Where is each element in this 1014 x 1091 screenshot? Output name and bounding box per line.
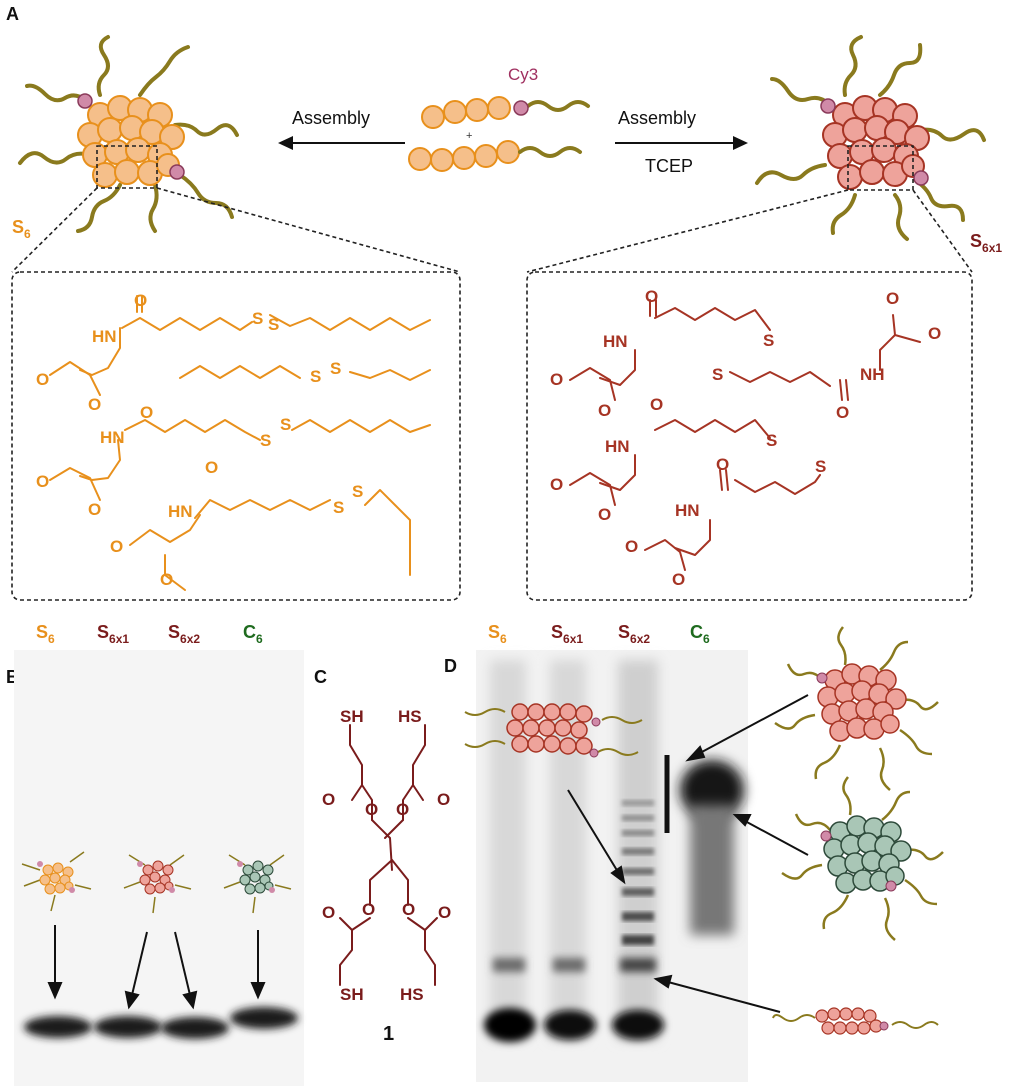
chem-box-left — [11, 271, 461, 601]
gel-b-lane-2-label: S6x1 — [97, 622, 129, 646]
plus-sign: + — [466, 130, 472, 142]
svg-text:HS: HS — [400, 985, 424, 1004]
svg-text:O: O — [396, 800, 409, 819]
svg-text:S: S — [330, 359, 341, 378]
monomer-dimer-d-right — [772, 1007, 939, 1035]
assembly-left-label: Assembly — [292, 108, 370, 128]
zoom-lines — [11, 187, 973, 273]
svg-text:O: O — [140, 403, 153, 422]
svg-text:O: O — [438, 903, 451, 922]
panel-a-label: A — [6, 4, 19, 24]
svg-text:S: S — [352, 482, 363, 501]
gel-d-lane-4-label: C6 — [690, 622, 710, 646]
svg-text:O: O — [322, 903, 335, 922]
svg-text:O: O — [550, 370, 563, 389]
label-s6x1-top: S6x1 — [970, 231, 1002, 255]
assembly-arrow-left-head — [278, 136, 293, 150]
compound-1-labels: SH HS O O O O O O O O SH HS 1 — [322, 707, 451, 1045]
gel-b-lane-4-label: C6 — [243, 622, 263, 646]
svg-text:HN: HN — [92, 327, 117, 346]
svg-text:O: O — [598, 505, 611, 524]
assembly-arrow-right-head — [733, 136, 748, 150]
svg-text:O: O — [672, 570, 685, 589]
svg-text:S: S — [252, 309, 263, 328]
svg-text:HN: HN — [603, 332, 628, 351]
gel-b-arrows — [47, 925, 266, 1010]
svg-text:S: S — [280, 415, 291, 434]
svg-text:HN: HN — [605, 437, 630, 456]
svg-text:HS: HS — [398, 707, 422, 726]
assembly-right-label: Assembly — [618, 108, 696, 128]
panel-c-label: C — [314, 667, 327, 687]
svg-text:O: O — [598, 401, 611, 420]
svg-text:O: O — [88, 395, 101, 414]
gel-b-lane-labels: S6 S6x1 S6x2 C6 — [36, 622, 263, 646]
chem-box-right — [526, 271, 973, 601]
particle-s6x1-top-right — [755, 35, 986, 241]
gel-d-lane-3-label: S6x2 — [618, 622, 650, 646]
svg-text:O: O — [365, 800, 378, 819]
svg-text:O: O — [716, 455, 729, 474]
svg-text:O: O — [88, 500, 101, 519]
particle-s6-top-left — [18, 35, 239, 233]
svg-text:O: O — [362, 900, 375, 919]
svg-text:O: O — [402, 900, 415, 919]
svg-text:O: O — [205, 458, 218, 477]
svg-text:S: S — [260, 431, 271, 450]
gel-d-lane-1-label: S6 — [488, 622, 507, 646]
svg-text:S: S — [766, 431, 777, 450]
svg-text:SH: SH — [340, 985, 364, 1004]
panel-d-label: D — [444, 656, 457, 676]
gel-b-lane-1-label: S6 — [36, 622, 55, 646]
gel-b-image — [14, 650, 304, 1086]
svg-text:S: S — [268, 315, 279, 334]
chem-structure-right — [569, 299, 921, 571]
svg-text:HN: HN — [100, 428, 125, 447]
gel-d-lane-2-label: S6x1 — [551, 622, 583, 646]
svg-text:S: S — [712, 365, 723, 384]
monomer-strands — [408, 96, 590, 172]
svg-text:O: O — [886, 289, 899, 308]
svg-text:HN: HN — [168, 502, 193, 521]
cy3-label: Cy3 — [508, 65, 538, 84]
compound-1-number: 1 — [383, 1023, 394, 1045]
svg-text:S: S — [333, 498, 344, 517]
svg-text:O: O — [836, 403, 849, 422]
svg-text:O: O — [437, 790, 450, 809]
label-s6-top: S6 — [12, 217, 31, 241]
particle-s6x1-d-right — [774, 626, 939, 791]
svg-text:O: O — [650, 395, 663, 414]
svg-text:O: O — [322, 790, 335, 809]
svg-text:S: S — [310, 367, 321, 386]
particle-c6-d-right — [781, 776, 944, 941]
svg-text:NH: NH — [860, 365, 885, 384]
gel-d-arrows — [567, 694, 809, 1013]
compound-1-structure — [339, 724, 438, 986]
chem-structure-left — [49, 295, 431, 591]
chem-labels-left: O HN S S S S O O O HN S S O O O HN S S O… — [36, 291, 363, 589]
tcep-label: TCEP — [645, 156, 693, 176]
svg-text:O: O — [134, 291, 147, 310]
svg-text:O: O — [36, 472, 49, 491]
svg-text:S: S — [763, 331, 774, 350]
gel-b-lane-3-label: S6x2 — [168, 622, 200, 646]
gel-d-overlay-particle — [464, 703, 643, 758]
svg-text:S: S — [815, 457, 826, 476]
gel-d-lane-labels: S6 S6x1 S6x2 C6 — [488, 622, 710, 646]
svg-text:O: O — [36, 370, 49, 389]
svg-text:O: O — [550, 475, 563, 494]
svg-text:O: O — [110, 537, 123, 556]
svg-text:O: O — [160, 570, 173, 589]
svg-text:O: O — [625, 537, 638, 556]
chem-labels-right: O HN S S O O NH O O O O HN S S O O O HN … — [550, 287, 941, 589]
svg-text:SH: SH — [340, 707, 364, 726]
svg-text:O: O — [645, 287, 658, 306]
svg-text:O: O — [928, 324, 941, 343]
svg-text:HN: HN — [675, 501, 700, 520]
